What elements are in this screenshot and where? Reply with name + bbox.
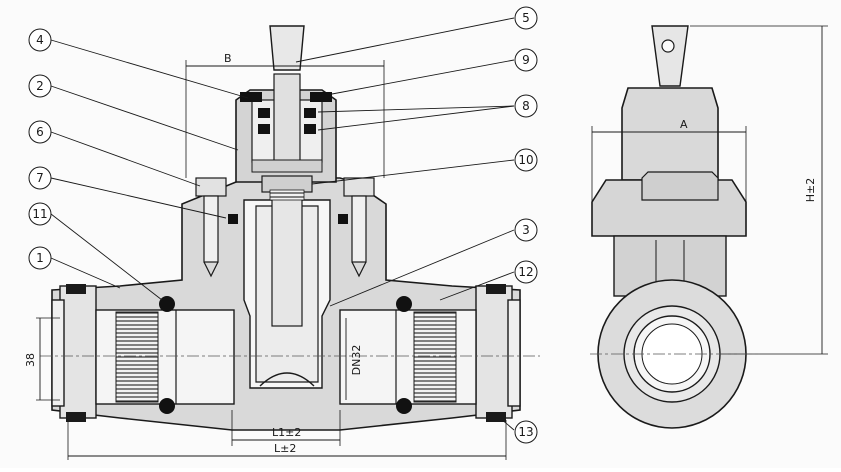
callout-circle	[28, 166, 52, 190]
stem-head	[269, 25, 305, 71]
dim-38-label: 38	[24, 353, 37, 367]
callout-number: 8	[522, 99, 530, 113]
o-ring-right-1	[304, 108, 316, 118]
gasket-11-bottom	[159, 398, 175, 414]
callout-5: 5	[514, 6, 538, 30]
callout-circle	[28, 246, 52, 270]
left-cap-top	[66, 284, 86, 294]
top-seal-9-right	[310, 92, 332, 102]
left-end-cap	[51, 299, 65, 407]
callout-circle	[514, 6, 538, 30]
callout-circle	[28, 74, 52, 98]
callout-number: 1	[36, 251, 44, 265]
callout-circle	[514, 260, 538, 284]
gate-bottom-arc	[259, 372, 315, 387]
side-bonnet	[621, 87, 719, 181]
right-cap-bottom	[486, 412, 506, 422]
right-end-cap	[507, 299, 521, 407]
callout-number: 2	[36, 79, 44, 93]
o-ring-right-2	[304, 124, 316, 134]
callout-7: 7	[28, 166, 52, 190]
callout-circle	[514, 94, 538, 118]
gasket-12-bottom	[396, 398, 412, 414]
callout-4: 4	[28, 28, 52, 52]
dim-l1-label: L1±2	[272, 426, 301, 439]
gasket-12-top	[396, 296, 412, 312]
dim-h-label: H±2	[804, 178, 817, 203]
left-cap-bottom	[66, 412, 86, 422]
stem-thread	[269, 189, 305, 201]
stem-upper	[273, 73, 301, 165]
left-coupling-ring	[59, 285, 97, 419]
callout-number: 7	[36, 171, 44, 185]
callout-circle	[28, 120, 52, 144]
bolt-left-tip	[203, 261, 219, 278]
body-seal-7-left	[228, 214, 238, 224]
side-bore	[641, 323, 703, 385]
bonnet-base	[251, 159, 323, 173]
stem-lower	[271, 185, 303, 327]
callout-number: 11	[32, 207, 47, 221]
callout-2: 2	[28, 74, 52, 98]
callout-number: 10	[518, 153, 533, 167]
dim-b-label: B	[224, 52, 232, 65]
callout-8: 8	[514, 94, 538, 118]
body-seal-7-right	[338, 214, 348, 224]
callout-number: 4	[36, 33, 44, 47]
callout-number: 3	[522, 223, 530, 237]
callout-circle	[514, 218, 538, 242]
bolt-right-shank	[351, 195, 367, 263]
callout-number: 12	[518, 265, 533, 279]
top-seal-9-left	[240, 92, 262, 102]
callout-circle	[514, 48, 538, 72]
side-stem-head	[651, 25, 689, 87]
bolt-right-head	[343, 177, 375, 197]
left-threaded-insert	[115, 311, 159, 403]
callout-number: 13	[518, 425, 533, 439]
gasket-11-top	[159, 296, 175, 312]
callout-11: 11	[28, 202, 52, 226]
bolt-left-shank	[203, 195, 219, 263]
callout-13: 13	[514, 420, 538, 444]
dim-l-label: L±2	[274, 442, 296, 455]
o-ring-left-1	[258, 108, 270, 118]
right-cap-top	[486, 284, 506, 294]
callout-number: 5	[522, 11, 530, 25]
callout-circle	[514, 148, 538, 172]
bolt-right-tip	[351, 261, 367, 278]
callout-circle	[28, 202, 52, 226]
callout-1: 1	[28, 246, 52, 270]
callout-3: 3	[514, 218, 538, 242]
dim-dn-label: DN32	[350, 345, 363, 376]
callout-6: 6	[28, 120, 52, 144]
callout-10: 10	[514, 148, 538, 172]
side-flange-boss	[641, 171, 719, 201]
right-coupling-ring	[475, 285, 513, 419]
callout-leaders	[50, 17, 515, 431]
dim-a-label: A	[680, 118, 688, 131]
callout-circle	[28, 28, 52, 52]
callout-number: 9	[522, 53, 530, 67]
section-view: B 38 DN32 L1±2 L±2	[24, 25, 540, 460]
callout-12: 12	[514, 260, 538, 284]
bolt-left-head	[195, 177, 227, 197]
o-ring-left-2	[258, 124, 270, 134]
callout-number: 6	[36, 125, 44, 139]
side-view: A H±2	[590, 25, 828, 429]
callout-circle	[514, 420, 538, 444]
right-threaded-insert	[413, 311, 457, 403]
side-stem-hole	[661, 39, 675, 53]
callout-9: 9	[514, 48, 538, 72]
